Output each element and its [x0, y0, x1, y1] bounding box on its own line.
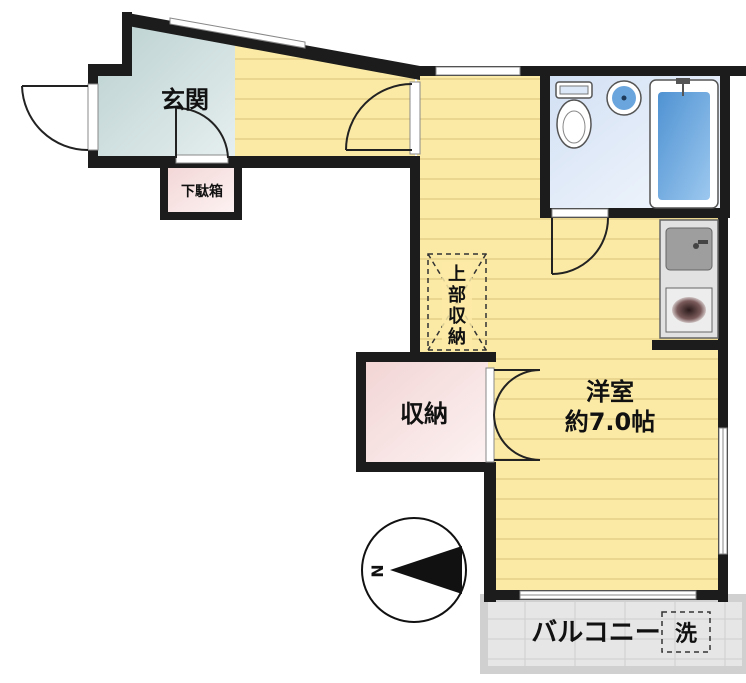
upper-storage-label-bg: [442, 262, 472, 348]
compass-north-label: N: [368, 564, 387, 577]
doors: [21, 81, 609, 463]
upper-storage-char-3: 収: [448, 306, 467, 327]
upper-storage-char-2: 部: [448, 284, 466, 306]
shoe-box: [165, 160, 237, 212]
washer-space: [661, 611, 711, 653]
toilet-bowl-icon: [556, 99, 592, 149]
compass-icon: N: [361, 517, 467, 623]
upper-storage-char-4: 納: [448, 326, 466, 348]
sink-icon: [665, 227, 713, 271]
storage-label: 収納: [400, 400, 448, 428]
storage-closet: [362, 358, 488, 466]
entrance-label: 玄関: [161, 86, 209, 114]
balcony: [480, 594, 746, 674]
entrance-area: [92, 18, 235, 160]
balcony-label: バルコニー: [531, 618, 660, 648]
western-room-label: 洋室: [586, 378, 634, 406]
bath-fixtures: [555, 78, 719, 209]
room-floors: [235, 30, 720, 598]
shoe-box-label: 下駄箱: [181, 183, 223, 200]
kitchen: [659, 219, 719, 339]
upper-storage-char-1: 上: [448, 264, 466, 285]
washer-label: 洗: [675, 622, 697, 647]
windows: [169, 17, 728, 600]
room-size-label: 約7.0帖: [565, 408, 656, 436]
